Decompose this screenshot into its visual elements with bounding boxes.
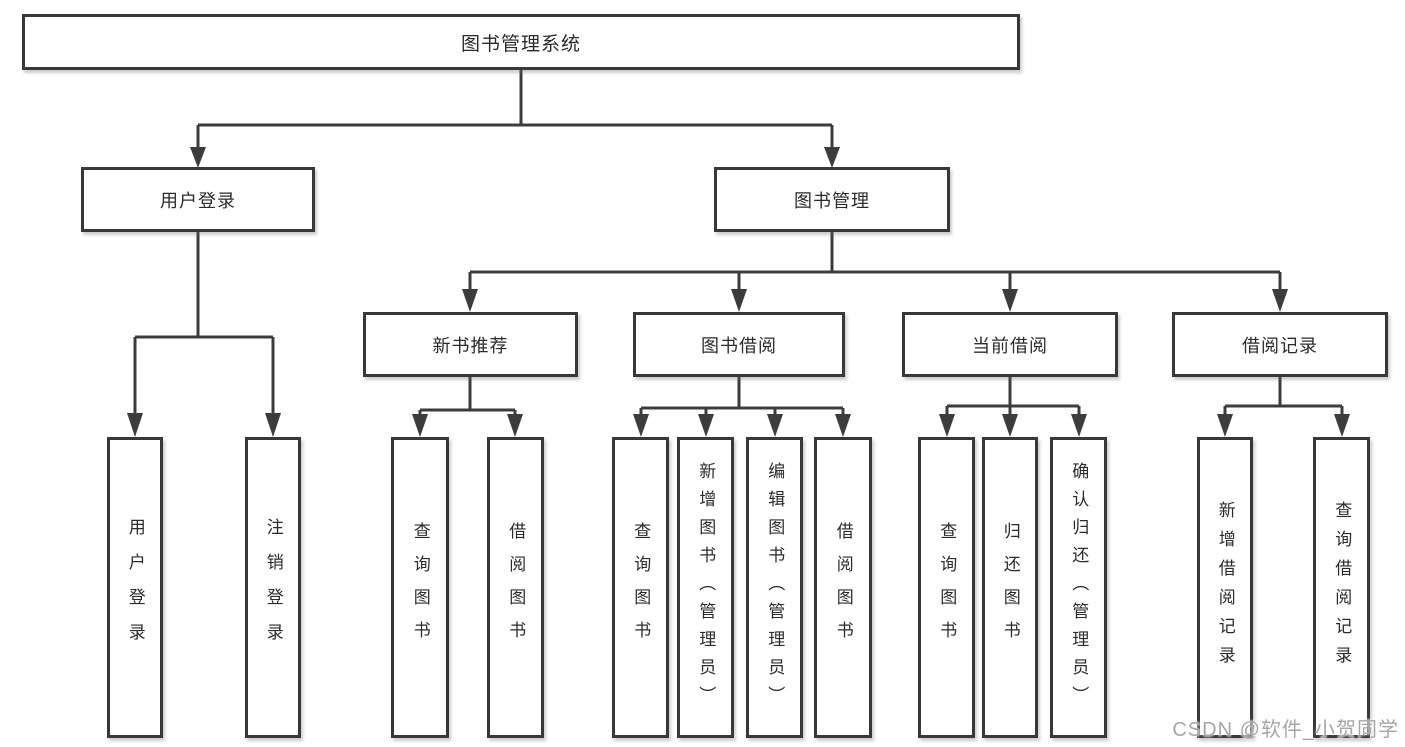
node-label: 查询图书 (410, 521, 430, 654)
leaf-current-return-books: 归还图书 (982, 437, 1038, 738)
node-borrowing-records: 借阅记录 (1172, 312, 1388, 377)
node-label: 图书管理 (794, 190, 870, 211)
node-library-management-system: 图书管理系统 (22, 14, 1020, 70)
node-label: 新增图书（管理员） (696, 461, 716, 714)
leaf-records-add-borrow-record: 新增借阅记录 (1197, 437, 1253, 738)
node-label: 图书管理系统 (460, 33, 581, 55)
leaf-current-confirm-return-admin: 确认归还（管理员） (1050, 437, 1107, 738)
node-label: 借阅图书 (506, 521, 526, 654)
leaf-recommend-borrow-books: 借阅图书 (487, 437, 544, 738)
node-label: 注销登录 (263, 517, 283, 658)
connector-book-borrowing-to-children (633, 377, 851, 437)
leaf-borrowing-edit-books-admin: 编辑图书（管理员） (746, 437, 803, 738)
connector-new-book-recommendation-to-children (412, 377, 523, 437)
node-label: 确认归还（管理员） (1069, 461, 1089, 714)
leaf-user-login: 用户登录 (107, 437, 163, 738)
node-label: 归还图书 (1000, 521, 1020, 654)
node-new-book-recommendation: 新书推荐 (363, 312, 578, 377)
node-label: 借阅记录 (1242, 335, 1318, 356)
connector-root-to-level2 (190, 70, 840, 168)
leaf-recommend-query-books: 查询图书 (391, 437, 449, 738)
node-label: 用户登录 (125, 517, 145, 658)
node-book-borrowing: 图书借阅 (633, 312, 845, 377)
node-label: 查询图书 (631, 521, 651, 654)
node-label: 编辑图书（管理员） (765, 461, 785, 714)
node-label: 当前借阅 (972, 335, 1048, 356)
connector-borrowing-records-to-children (1217, 377, 1350, 437)
node-current-borrowing: 当前借阅 (902, 312, 1118, 377)
node-book-management: 图书管理 (714, 167, 950, 232)
node-label: 借阅图书 (833, 521, 853, 654)
leaf-logout: 注销登录 (245, 437, 301, 738)
node-label: 用户登录 (160, 190, 236, 211)
leaf-borrowing-query-books: 查询图书 (612, 437, 669, 738)
node-label: 查询图书 (937, 521, 957, 654)
leaf-borrowing-add-books-admin: 新增图书（管理员） (677, 437, 734, 738)
node-label: 新书推荐 (432, 335, 509, 356)
leaf-records-query-borrow-record: 查询借阅记录 (1313, 437, 1370, 738)
csdn-watermark: CSDN @软件_小贺同学 (1172, 719, 1399, 741)
leaf-current-query-books: 查询图书 (918, 437, 975, 738)
node-label: 图书借阅 (701, 335, 777, 356)
leaf-borrowing-borrow-books: 借阅图书 (814, 437, 872, 738)
node-label: 新增借阅记录 (1215, 500, 1235, 675)
connector-user-login-to-children (127, 232, 281, 437)
connector-current-borrowing-to-children (939, 377, 1087, 437)
connector-book-management-to-level3 (462, 232, 1288, 312)
node-user-login: 用户登录 (81, 167, 315, 232)
node-label: 查询借阅记录 (1332, 500, 1352, 675)
